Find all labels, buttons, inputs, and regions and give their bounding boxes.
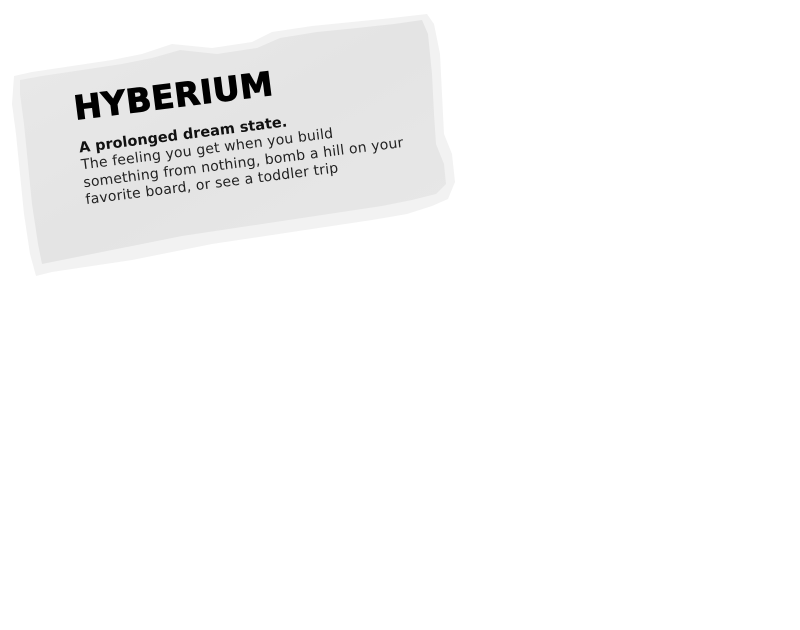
torn-paper-card: HYBERIUM A prolonged dream state. The fe… [12, 14, 457, 276]
torn-paper-shape [12, 14, 455, 276]
paper-body [20, 20, 446, 264]
